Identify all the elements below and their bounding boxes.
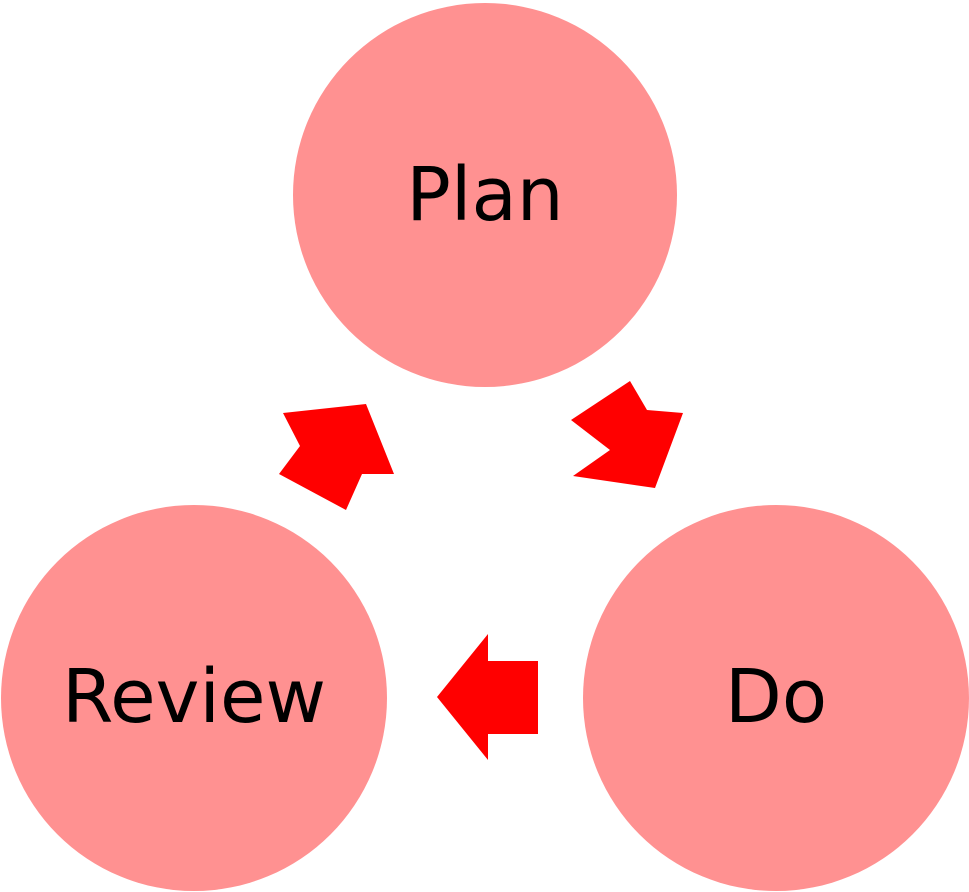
node-plan-circle (293, 3, 677, 387)
node-review-label: Review (62, 654, 326, 740)
node-do-label: Do (725, 654, 827, 740)
node-review: Review (1, 505, 387, 891)
node-review-circle (1, 505, 387, 891)
arrow-plan-to-do (571, 381, 683, 488)
arrow-review-to-plan (279, 404, 394, 510)
arrow-do-to-review (437, 634, 538, 760)
node-plan-label: Plan (406, 152, 563, 238)
node-plan: Plan (293, 3, 677, 387)
node-do: Do (583, 505, 969, 891)
node-do-circle (583, 505, 969, 891)
